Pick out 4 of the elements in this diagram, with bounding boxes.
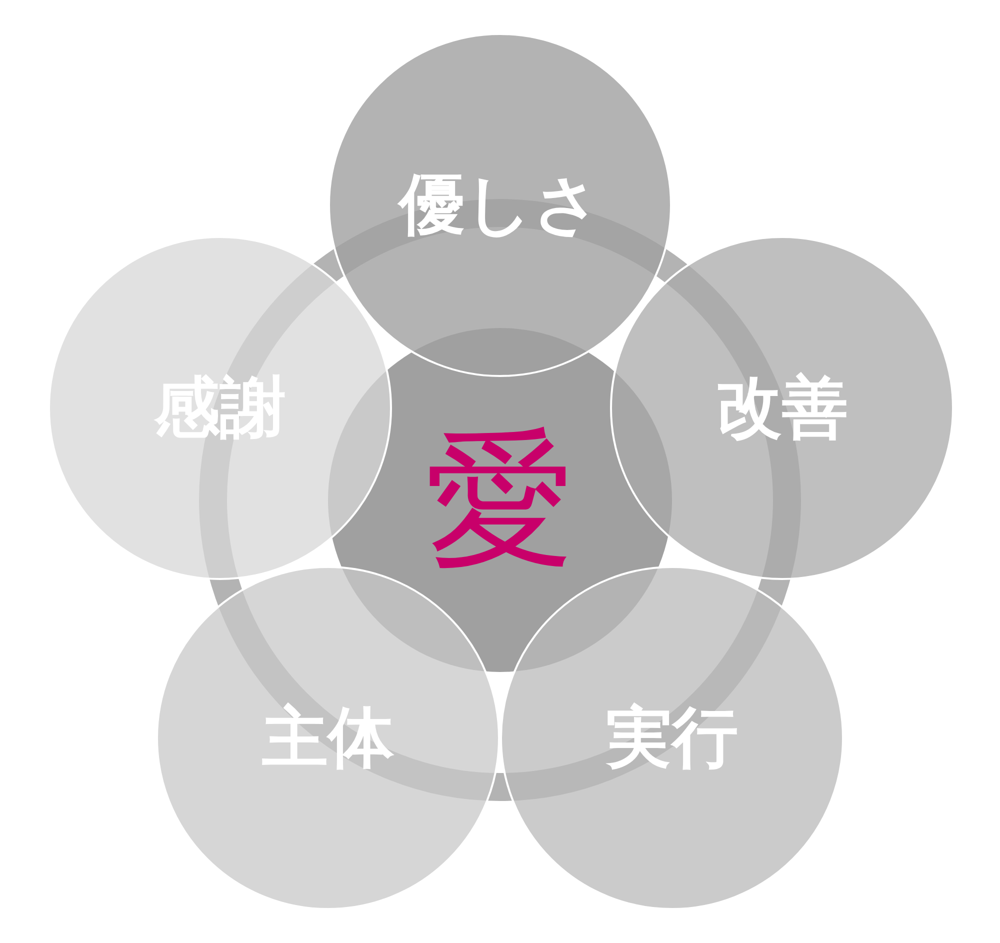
circle-label: 実行	[606, 705, 738, 771]
circle-label: 主体	[262, 705, 394, 771]
circle-label: 優しさ	[399, 172, 601, 238]
center-word: 愛	[425, 425, 575, 575]
